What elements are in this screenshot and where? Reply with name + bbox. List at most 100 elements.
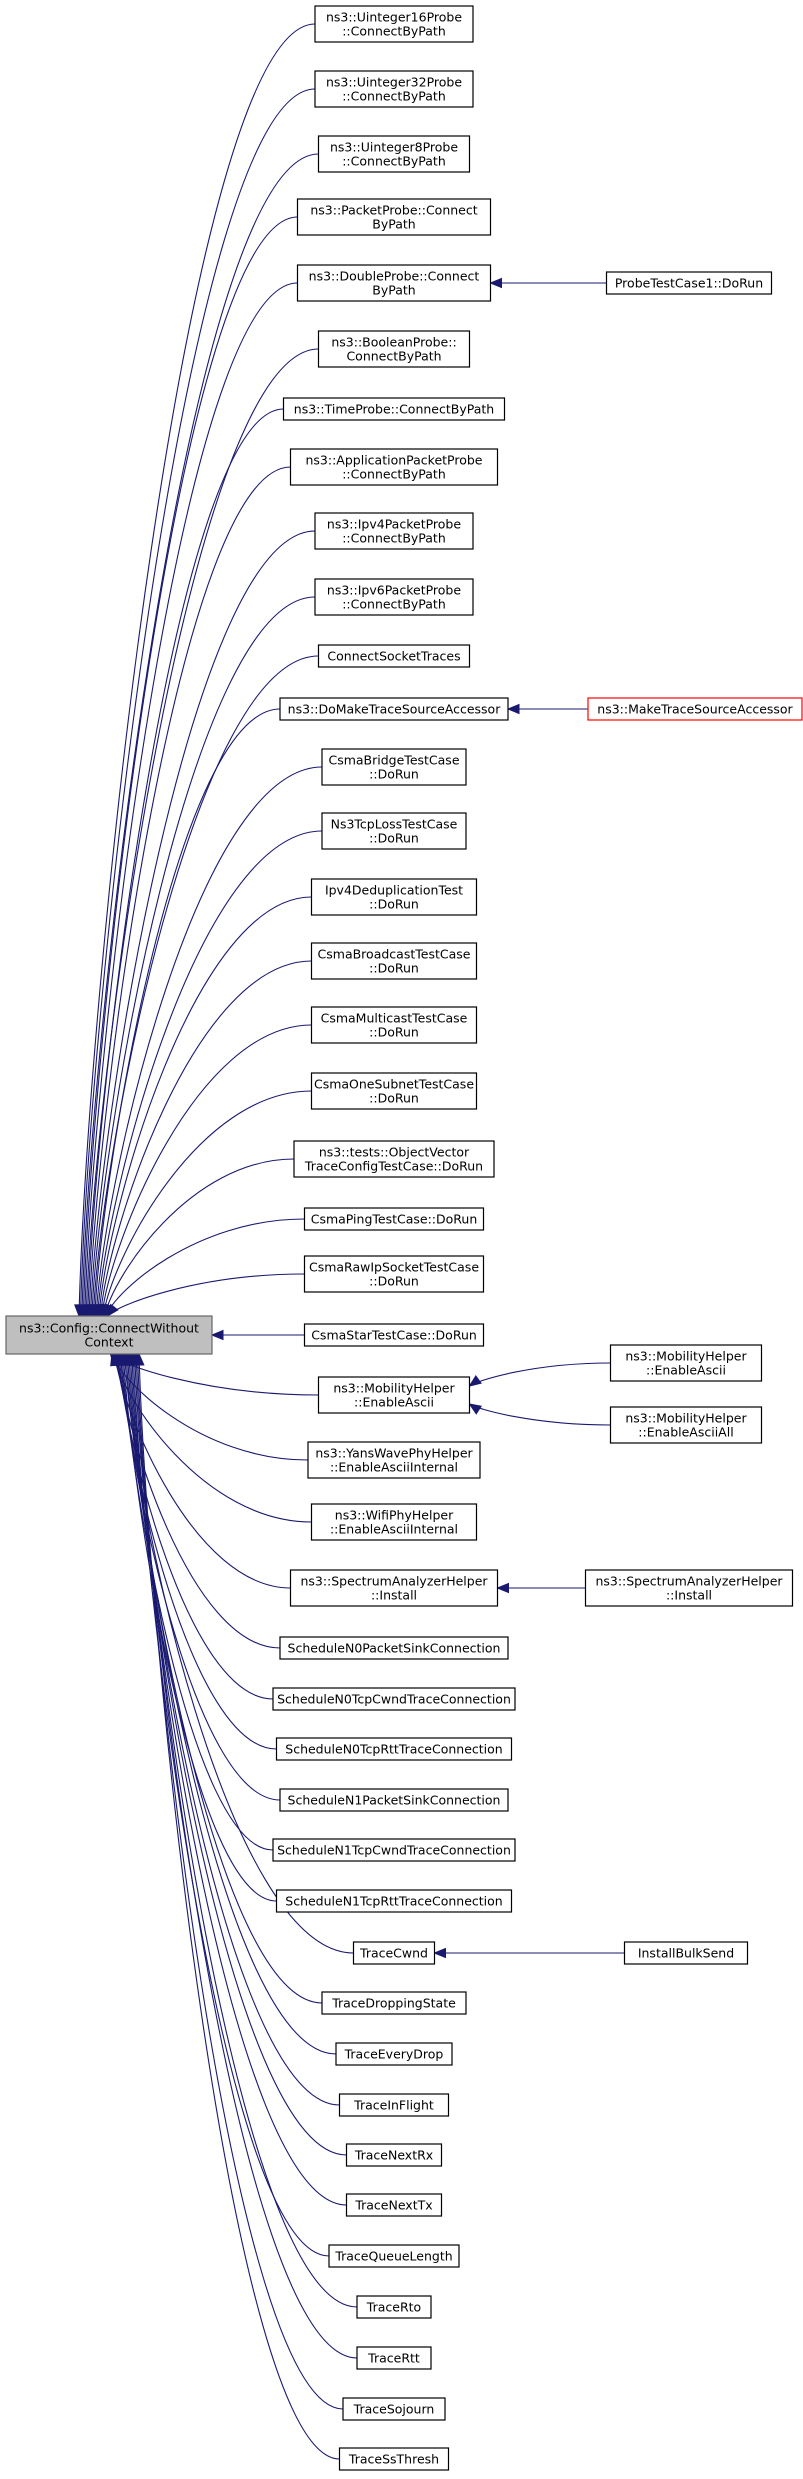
node-tracerto[interactable]: TraceRto xyxy=(356,2295,432,2319)
node-box xyxy=(317,644,471,668)
node-n1tcpcwnd[interactable]: ScheduleN1TcpCwndTraceConnection xyxy=(272,1838,516,1862)
node-label: ::EnableAsciiInternal xyxy=(330,1460,458,1475)
node-box xyxy=(342,2397,446,2421)
node-csmaonesubnet[interactable]: CsmaOneSubnetTestCase::DoRun xyxy=(310,1072,478,1110)
edge-traceinflight xyxy=(128,1353,340,2106)
node-label: ScheduleN0TcpRttTraceConnection xyxy=(285,1742,502,1757)
node-label: ::EnableAsciiAll xyxy=(638,1425,733,1440)
edge-mobility_enableasciiall-arrowhead xyxy=(468,1403,482,1415)
node-csmabridge[interactable]: CsmaBridgeTestCase::DoRun xyxy=(321,748,467,786)
edge-doubleprobe xyxy=(84,282,298,1317)
node-box xyxy=(321,748,467,786)
node-n1tcprtt[interactable]: ScheduleN1TcpRttTraceConnection xyxy=(275,1889,513,1913)
node-box xyxy=(587,697,803,721)
node-box xyxy=(307,1441,481,1479)
node-ipv4packetprobe[interactable]: ns3::Ipv4PacketProbe::ConnectByPath xyxy=(314,512,474,550)
edge-ipv6packetprobe xyxy=(91,596,316,1317)
node-apppacketprobe[interactable]: ns3::ApplicationPacketProbe::ConnectByPa… xyxy=(289,448,499,486)
node-label: ns3::Uinteger16Probe xyxy=(326,10,462,25)
node-label: ns3::SpectrumAnalyzerHelper xyxy=(595,1574,783,1589)
node-label: ByPath xyxy=(372,283,415,298)
node-mobility_enableasciiall[interactable]: ns3::MobilityHelper::EnableAsciiAll xyxy=(609,1406,763,1444)
node-mobility_enableascii[interactable]: ns3::MobilityHelper::EnableAscii xyxy=(609,1344,763,1382)
node-label: ::Install xyxy=(666,1588,712,1603)
node-maketrace[interactable]: ns3::MakeTraceSourceAccessor xyxy=(587,697,803,721)
node-label: ::EnableAscii xyxy=(354,1395,434,1410)
edge-installbulksend-arrowhead xyxy=(433,1947,446,1959)
node-traceeverydrop[interactable]: TraceEveryDrop xyxy=(335,2042,453,2066)
node-tracessthresh[interactable]: TraceSsThresh xyxy=(338,2447,450,2471)
node-ns3tcploss[interactable]: Ns3TcpLossTestCase::DoRun xyxy=(321,812,467,850)
node-box xyxy=(279,697,509,721)
edge-mobility_enableasciiall xyxy=(469,1403,611,1426)
node-traceinflight[interactable]: TraceInFlight xyxy=(338,2093,450,2117)
node-box xyxy=(289,1569,499,1607)
node-label: ::DoRun xyxy=(369,1025,419,1040)
node-uint16[interactable]: ns3::Uinteger16Probe::ConnectByPath xyxy=(314,5,474,43)
node-uint32[interactable]: ns3::Uinteger32Probe::ConnectByPath xyxy=(314,70,474,108)
node-n0tcprtt[interactable]: ScheduleN0TcpRttTraceConnection xyxy=(275,1737,513,1761)
node-label: ScheduleN1PacketSinkConnection xyxy=(288,1793,501,1808)
node-tracenexttx[interactable]: TraceNextTx xyxy=(345,2193,443,2217)
node-csmabroadcast[interactable]: CsmaBroadcastTestCase::DoRun xyxy=(310,942,478,980)
node-box xyxy=(345,2143,443,2167)
node-label: ns3::WifiPhyHelper xyxy=(335,1508,454,1523)
node-uint8[interactable]: ns3::Uinteger8Probe::ConnectByPath xyxy=(317,135,471,173)
node-packetprobe[interactable]: ns3::PacketProbe::ConnectByPath xyxy=(296,198,492,236)
node-label: ::ConnectByPath xyxy=(342,154,446,169)
edge-csmabridge xyxy=(95,766,323,1317)
node-timeprobe[interactable]: ns3::TimeProbe::ConnectByPath xyxy=(282,397,506,421)
node-ipv4dedup[interactable]: Ipv4DeduplicationTest::DoRun xyxy=(310,878,478,916)
node-n1packetsink[interactable]: ScheduleN1PacketSinkConnection xyxy=(279,1788,509,1812)
node-label: ::ConnectByPath xyxy=(342,597,446,612)
node-probetestcase[interactable]: ProbeTestCase1::DoRun xyxy=(605,271,773,295)
node-label: CsmaPingTestCase::DoRun xyxy=(311,1212,478,1227)
node-spectrumanalyzer[interactable]: ns3::SpectrumAnalyzerHelper::Install xyxy=(289,1569,499,1607)
node-box xyxy=(310,942,478,980)
node-tracertt[interactable]: TraceRtt xyxy=(356,2346,432,2370)
node-label: CsmaBridgeTestCase xyxy=(328,753,459,768)
node-tracedropping[interactable]: TraceDroppingState xyxy=(321,1991,467,2015)
node-objectvector[interactable]: ns3::tests::ObjectVectorTraceConfigTestC… xyxy=(293,1140,495,1178)
edge-connectsockettraces xyxy=(92,655,319,1317)
node-n0tcpcwnd[interactable]: ScheduleN0TcpCwndTraceConnection xyxy=(272,1687,516,1711)
node-booleanprobe[interactable]: ns3::BooleanProbe::ConnectByPath xyxy=(317,330,471,368)
node-spectrum_install[interactable]: ns3::SpectrumAnalyzerHelper::Install xyxy=(584,1569,794,1607)
node-label: ByPath xyxy=(372,217,415,232)
node-box xyxy=(321,812,467,850)
node-tracenextrx[interactable]: TraceNextRx xyxy=(345,2143,443,2167)
node-domaketrace[interactable]: ns3::DoMakeTraceSourceAccessor xyxy=(279,697,509,721)
node-csmamulticast[interactable]: CsmaMulticastTestCase::DoRun xyxy=(310,1006,478,1044)
node-label: CsmaOneSubnetTestCase xyxy=(314,1077,474,1092)
node-mobilityhelper[interactable]: ns3::MobilityHelper::EnableAscii xyxy=(317,1376,471,1414)
node-box xyxy=(609,1344,763,1382)
node-doubleprobe[interactable]: ns3::DoubleProbe::ConnectByPath xyxy=(296,264,492,302)
node-label: ns3::BooleanProbe:: xyxy=(331,335,456,350)
node-box xyxy=(328,2244,460,2268)
node-connectsockettraces[interactable]: ConnectSocketTraces xyxy=(317,644,471,668)
edge-csmaonesubnet xyxy=(102,1090,312,1317)
node-label: ns3::tests::ObjectVector xyxy=(319,1145,470,1160)
node-box xyxy=(623,1941,749,1965)
node-label: ScheduleN1TcpCwndTraceConnection xyxy=(277,1843,511,1858)
node-label: TraceRtt xyxy=(367,2351,420,2366)
node-tracequeuelength[interactable]: TraceQueueLength xyxy=(328,2244,460,2268)
node-label: ns3::PacketProbe::Connect xyxy=(310,203,477,218)
edge-tracessthresh-arrowhead xyxy=(134,1352,145,1366)
node-label: ns3::MakeTraceSourceAccessor xyxy=(597,702,793,717)
node-n0packetsink[interactable]: ScheduleN0PacketSinkConnection xyxy=(279,1636,509,1660)
node-box xyxy=(356,2346,432,2370)
node-label: ScheduleN0TcpCwndTraceConnection xyxy=(277,1692,511,1707)
node-tracesojourn[interactable]: TraceSojourn xyxy=(342,2397,446,2421)
node-label: ::ConnectByPath xyxy=(342,531,446,546)
node-label: ProbeTestCase1::DoRun xyxy=(615,276,763,291)
node-installbulksend[interactable]: InstallBulkSend xyxy=(623,1941,749,1965)
node-csmaping[interactable]: CsmaPingTestCase::DoRun xyxy=(303,1207,485,1231)
node-csmastar[interactable]: CsmaStarTestCase::DoRun xyxy=(303,1323,485,1347)
node-wifiphy[interactable]: ns3::WifiPhyHelper::EnableAsciiInternal xyxy=(310,1503,478,1541)
node-ipv6packetprobe[interactable]: ns3::Ipv6PacketProbe::ConnectByPath xyxy=(314,578,474,616)
node-tracecwnd[interactable]: TraceCwnd xyxy=(352,1941,436,1965)
node-csmarawip[interactable]: CsmaRawIpSocketTestCase::DoRun xyxy=(303,1255,485,1293)
node-yanswavephy[interactable]: ns3::YansWavePhyHelper::EnableAsciiInter… xyxy=(307,1441,481,1479)
